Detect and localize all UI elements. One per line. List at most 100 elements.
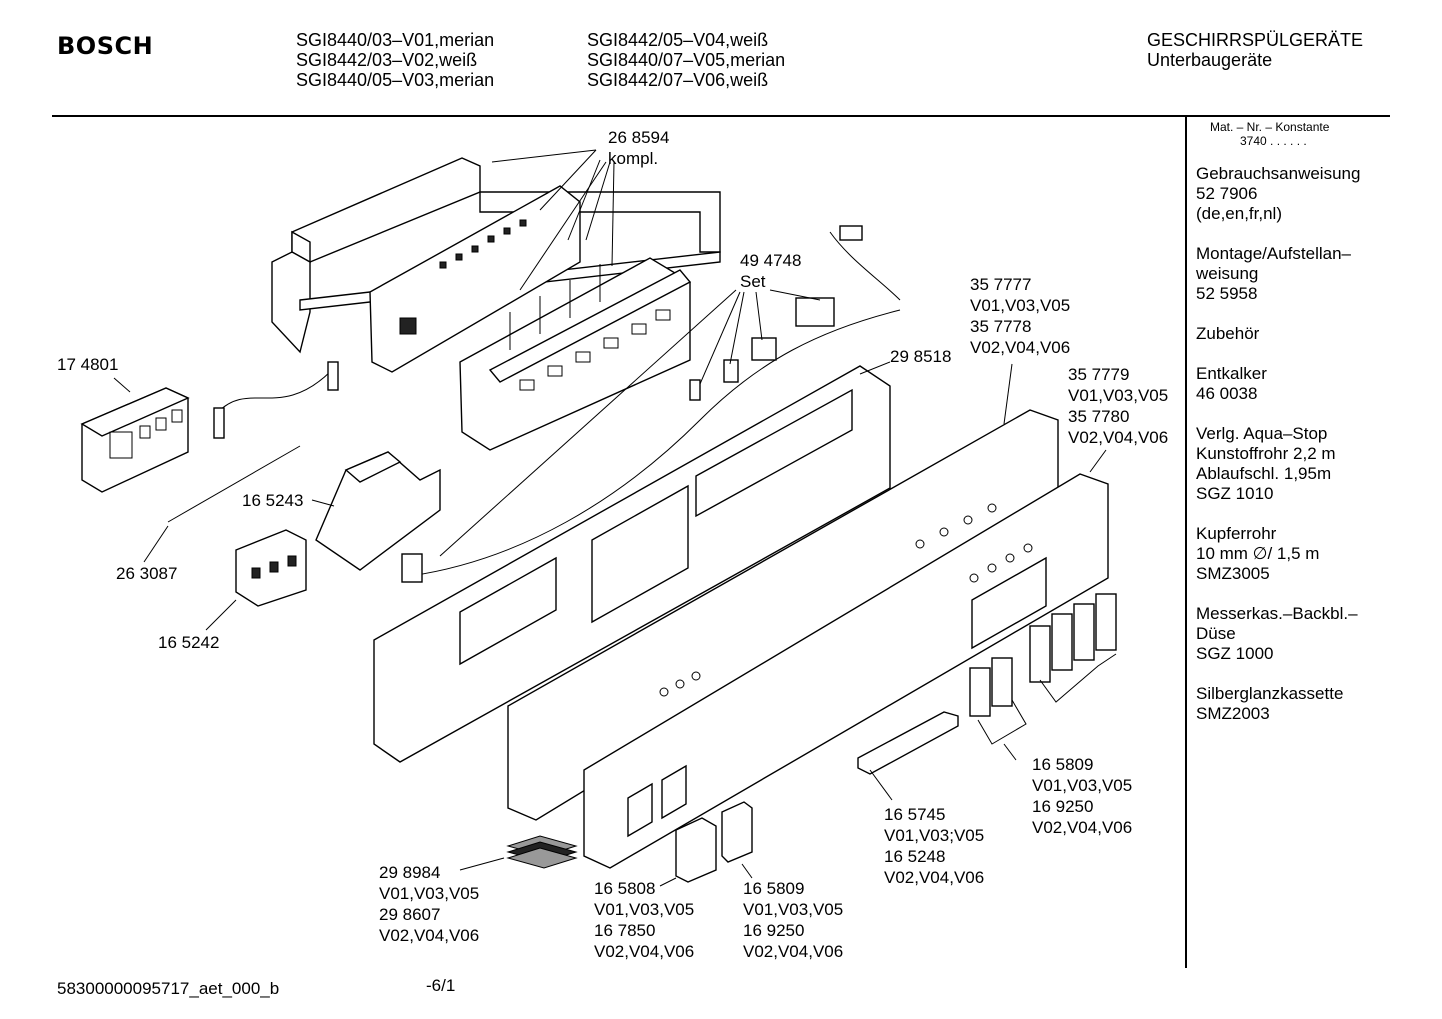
- brand-logo: BOSCH: [57, 32, 154, 60]
- sidebar-item-silver-cassette: Silberglanzkassette SMZ2003: [1196, 684, 1386, 724]
- label-line: 35 7777: [970, 275, 1032, 294]
- sidebar-line: 46 0038: [1196, 384, 1258, 403]
- label-165808: 16 5808 V01,V03,V05 16 7850 V02,V04,V06: [594, 878, 694, 962]
- sidebar-item-descaler: Entkalker 46 0038: [1196, 364, 1386, 404]
- model-entry: SGI8442/05–V04,weiß: [587, 30, 769, 50]
- sidebar-line: SMZ2003: [1196, 704, 1270, 723]
- label-165809-bottom: 16 5809 V01,V03,V05 16 9250 V02,V04,V06: [743, 878, 843, 962]
- label-line: 16 5745: [884, 805, 946, 824]
- cable-harness-part: [401, 225, 901, 583]
- sidebar-item-accessories: Zubehör: [1196, 324, 1386, 344]
- sidebar-line: Kupferrohr: [1196, 524, 1277, 543]
- label-line: Set: [740, 272, 766, 291]
- sidebar-item-aquastop: Verlg. Aqua–Stop Kunstoffrohr 2,2 m Abla…: [1196, 424, 1386, 504]
- label-line: 35 7779: [1068, 365, 1130, 384]
- sidebar-line: 10 mm ∅/ 1,5 m: [1196, 544, 1320, 563]
- switch-part: [235, 529, 307, 607]
- label-263087: 26 3087: [116, 563, 177, 584]
- holder-part: [315, 451, 441, 571]
- label-line: V02,V04,V06: [970, 338, 1071, 357]
- model-list-1: SGI8440/03–V01,merian SGI8442/03–V02,wei…: [296, 30, 494, 90]
- label-line: 26 8594: [608, 128, 670, 147]
- sidebar-line: 52 7906: [1196, 184, 1258, 203]
- label-line: 16 5809: [743, 879, 805, 898]
- label-line: 16 5248: [884, 847, 946, 866]
- label-268594: 26 8594 kompl.: [608, 127, 669, 169]
- label-line: 29 8984: [379, 863, 441, 882]
- leader-lines: [113, 149, 1117, 887]
- bottom-buttons-part: [675, 801, 753, 883]
- bracket-part: [167, 445, 301, 523]
- doc-id: 58300000095717_aet_000_b: [57, 979, 280, 998]
- label-line: 26 3087: [116, 564, 178, 583]
- label-line: 17 4801: [57, 355, 119, 374]
- ribbon-cable-part: [213, 361, 339, 439]
- model-list-2: SGI8442/05–V04,weiß SGI8440/07–V05,meria…: [587, 30, 785, 90]
- sidebar-line: Entkalker: [1196, 364, 1267, 383]
- label-165242: 16 5242: [158, 632, 219, 653]
- label-165745: 16 5745 V01,V03;V05 16 5248 V02,V04,V06: [884, 804, 984, 888]
- label-494748: 49 4748 Set: [740, 250, 801, 292]
- label-165243: 16 5243: [242, 490, 303, 511]
- label-line: 29 8607: [379, 905, 441, 924]
- right-buttons-part: [969, 593, 1117, 717]
- sidebar-line: Ablaufschl. 1,95m: [1196, 464, 1332, 483]
- label-357779: 35 7779 V01,V03,V05 35 7780 V02,V04,V06: [1068, 364, 1168, 448]
- label-line: 16 5243: [242, 491, 304, 510]
- sidebar-item-manual: Gebrauchsanweisung 52 7906 (de,en,fr,nl): [1196, 164, 1386, 224]
- model-entry: SGI8440/07–V05,merian: [587, 50, 786, 70]
- category-title: GESCHIRRSPÜLGERÄTE: [1147, 30, 1364, 50]
- category-block: GESCHIRRSPÜLGERÄTE Unterbaugeräte: [1147, 30, 1363, 70]
- label-line: V01,V03,V05: [1032, 776, 1133, 795]
- model-entry: SGI8440/03–V01,merian: [296, 30, 495, 50]
- sidebar-line: Messerkas.–Backbl.–: [1196, 604, 1358, 623]
- sidebar-line: weisung: [1196, 264, 1259, 283]
- foil-stack-part: [506, 835, 578, 869]
- label-line: V02,V04,V06: [1068, 428, 1169, 447]
- fascia-part: [583, 473, 1109, 869]
- model-entry: SGI8442/03–V02,weiß: [296, 50, 478, 70]
- label-165809-right: 16 5809 V01,V03,V05 16 9250 V02,V04,V06: [1032, 754, 1132, 838]
- sidebar-line: 52 5958: [1196, 284, 1258, 303]
- sidebar-line: SMZ3005: [1196, 564, 1270, 583]
- circuit-board-part: [369, 185, 581, 373]
- sidebar-item-copper-pipe: Kupferrohr 10 mm ∅/ 1,5 m SMZ3005: [1196, 524, 1386, 584]
- sidebar-line: SGZ 1000: [1196, 644, 1274, 663]
- model-entry: SGI8442/07–V06,weiß: [587, 70, 769, 90]
- sidebar-line: Gebrauchsanweisung: [1196, 164, 1361, 183]
- label-line: 49 4748: [740, 251, 802, 270]
- label-line: V01,V03,V05: [1068, 386, 1169, 405]
- display-module-part: [80, 387, 190, 493]
- label-line: V01,V03,V05: [970, 296, 1071, 315]
- rear-panel-part: [373, 365, 891, 763]
- sidebar-line: Verlg. Aqua–Stop: [1196, 424, 1328, 443]
- label-298984: 29 8984 V01,V03,V05 29 8607 V02,V04,V06: [379, 862, 479, 946]
- label-line: V01,V03,V05: [594, 900, 695, 919]
- label-line: V02,V04,V06: [1032, 818, 1133, 837]
- sidebar-line: Silberglanzkassette: [1196, 684, 1344, 703]
- label-line: 16 9250: [743, 921, 805, 940]
- label-line: V02,V04,V06: [884, 868, 985, 887]
- sidebar-line: SGZ 1010: [1196, 484, 1274, 503]
- label-line: V02,V04,V06: [594, 942, 695, 961]
- sidebar-line: Montage/Aufstellan–: [1196, 244, 1351, 263]
- label-line: 35 7780: [1068, 407, 1130, 426]
- sidebar-line: Düse: [1196, 624, 1236, 643]
- sidebar-line: Zubehör: [1196, 324, 1260, 343]
- label-line: 16 7850: [594, 921, 656, 940]
- label-line: kompl.: [608, 149, 659, 168]
- label-line: V01,V03,V05: [379, 884, 480, 903]
- label-line: 29 8518: [890, 347, 952, 366]
- sidebar-line: (de,en,fr,nl): [1196, 204, 1282, 223]
- category-subtitle: Unterbaugeräte: [1147, 50, 1273, 70]
- sidebar: Mat. – Nr. – Konstante 3740 . . . . . . …: [1196, 120, 1386, 744]
- label-line: V01,V03;V05: [884, 826, 985, 845]
- constant-title: Mat. – Nr. – Konstante: [1210, 120, 1330, 134]
- model-entry: SGI8440/05–V03,merian: [296, 70, 495, 90]
- label-line: 16 9250: [1032, 797, 1094, 816]
- label-298518: 29 8518: [890, 346, 951, 367]
- light-strip-part: [857, 711, 959, 775]
- label-line: V01,V03,V05: [743, 900, 844, 919]
- button-frame-part: [459, 257, 692, 451]
